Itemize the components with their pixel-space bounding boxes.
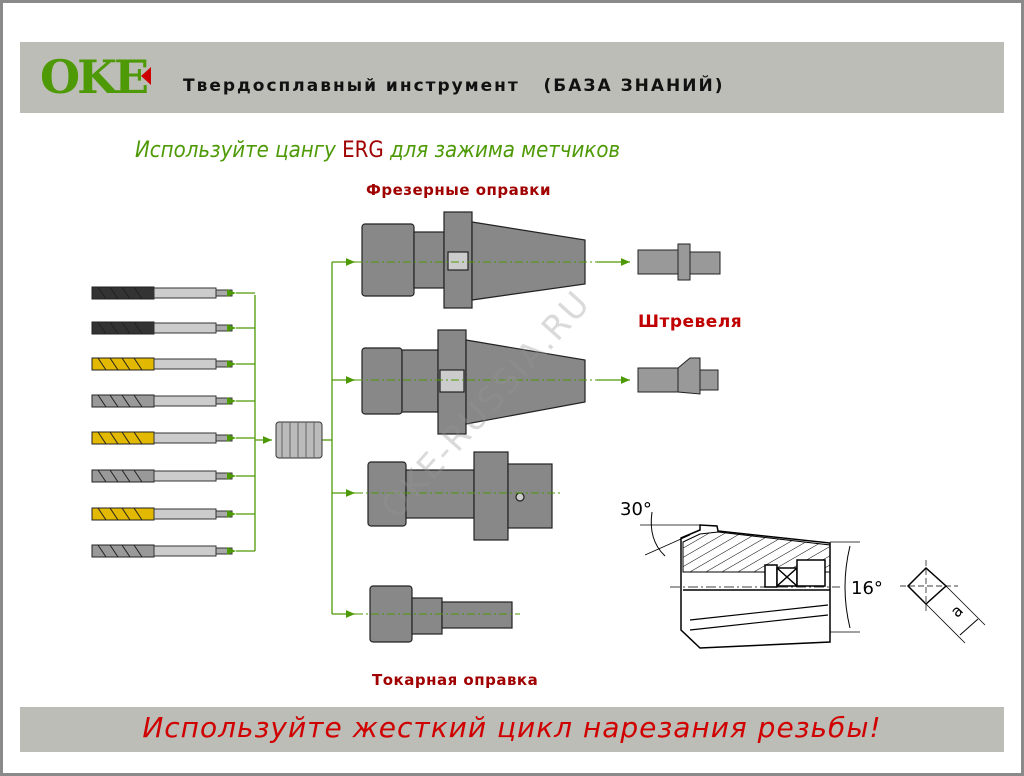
- pull-stud-1: [637, 243, 721, 281]
- milling-holder-2: [361, 329, 586, 435]
- flow-lines: [254, 258, 630, 618]
- logo-mark-icon: [141, 67, 151, 85]
- header-bar: OKE Твердосплавный инструмент (БАЗА ЗНАН…: [20, 42, 1004, 113]
- pull-studs-label: Штревеля: [638, 312, 743, 332]
- taps-group: [91, 286, 255, 558]
- subtitle: Используйте цангу ERG для зажима метчико…: [135, 138, 621, 163]
- tap: [91, 321, 255, 335]
- tap: [91, 286, 255, 300]
- tap: [91, 357, 255, 371]
- tap: [91, 507, 255, 521]
- logo: OKE: [40, 52, 151, 102]
- header-title: Твердосплавный инструмент (БАЗА ЗНАНИЙ): [183, 76, 725, 96]
- footer-text: Используйте жесткий цикл нарезания резьб…: [142, 711, 882, 744]
- angle-30-label: 30°: [620, 499, 652, 520]
- angle-16-label: 16°: [851, 578, 883, 599]
- tap: [91, 394, 255, 408]
- milling-holders-label: Фрезерные оправки: [366, 181, 551, 199]
- milling-holder-1: [361, 211, 586, 309]
- holder-3: [367, 451, 553, 541]
- collet-drawing: [640, 511, 986, 649]
- tap: [91, 544, 255, 558]
- lathe-holder: [369, 585, 513, 643]
- tap: [91, 469, 255, 483]
- pull-stud-2: [637, 357, 719, 395]
- axes: [355, 261, 600, 615]
- lathe-holder-label: Токарная оправка: [372, 671, 539, 689]
- footer-bar: Используйте жесткий цикл нарезания резьб…: [20, 707, 1004, 752]
- collet: [275, 421, 323, 459]
- tap: [91, 431, 255, 445]
